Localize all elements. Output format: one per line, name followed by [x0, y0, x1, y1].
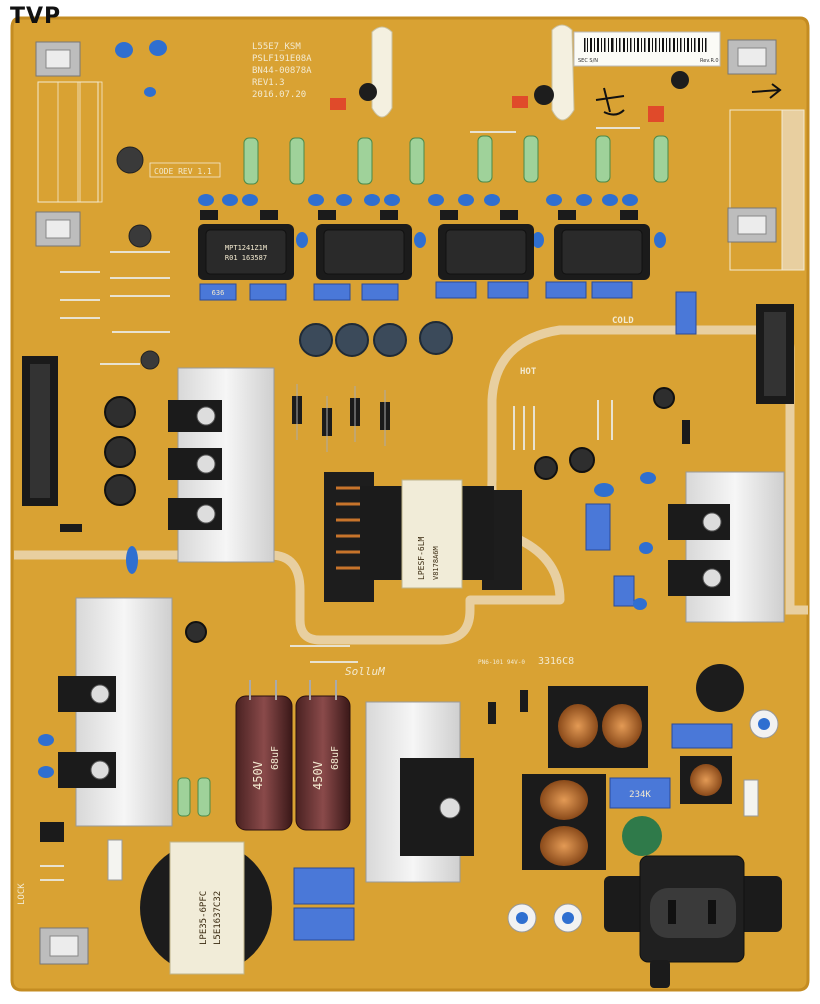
pin-table-left — [37, 81, 103, 203]
output-capacitors — [104, 321, 675, 643]
pcb-rating: PN6-101 94V-0 — [478, 659, 525, 666]
small-choke — [680, 756, 732, 804]
film-capacitors — [199, 281, 733, 941]
bulk-cap-voltage-1: 450V — [251, 761, 265, 790]
axial-diodes — [60, 384, 690, 724]
marker-arrow — [751, 83, 782, 99]
main-transformer: LPESF-6LM V8178A6M — [324, 472, 522, 602]
screw-icon — [702, 512, 722, 532]
small-connector — [40, 822, 123, 881]
varistor — [622, 816, 662, 856]
wire-clip — [551, 24, 575, 121]
screw-icon — [439, 797, 461, 819]
heatsink-left-lower — [58, 597, 173, 827]
mounting-lug-icon — [35, 211, 81, 247]
led-coil-1: MPT1241Z1M R01 163587 — [198, 224, 294, 280]
jumper-wires — [40, 127, 640, 881]
pin-table-right — [729, 109, 805, 271]
screw-icon — [196, 454, 216, 474]
hot-zone-label: HOT — [520, 367, 537, 377]
screw-icon — [196, 504, 216, 524]
model-line-1: L55E7_KSM — [252, 42, 301, 52]
mounting-lug-icon — [727, 207, 777, 243]
mounting-lug-icon — [35, 41, 81, 77]
bulk-cap-capacitance-1: 68uF — [270, 746, 281, 770]
led-coil-4 — [554, 224, 650, 280]
bulk-cap-capacitance-2: 68uF — [330, 746, 341, 770]
isolation-slot — [14, 325, 795, 645]
bulk-capacitor-2: 450V 68uF — [295, 680, 351, 831]
common-mode-choke-2 — [522, 774, 606, 870]
transformer-label-1: LPESF-6LM — [417, 536, 426, 580]
ac-inlet-icon — [604, 855, 782, 988]
mounting-lug-icon — [39, 927, 89, 965]
cold-zone-label: COLD — [612, 316, 634, 326]
sticker-rev: Rev.R.0 — [700, 58, 719, 64]
heatsink-right — [668, 471, 785, 623]
ceramic-capacitors-top — [115, 40, 689, 370]
serial-sticker: SEC S/N Rev.R.0 — [573, 31, 721, 67]
transformer-label-2: V8178A6M — [432, 546, 440, 580]
output-connector-left — [22, 356, 58, 506]
lock-label: LOCK — [17, 883, 27, 905]
led-coil-2 — [316, 224, 412, 280]
fuse — [743, 779, 759, 817]
mounting-lug-icon — [727, 39, 777, 75]
model-line-4: REV1.3 — [252, 78, 285, 88]
small-transistors — [200, 210, 638, 220]
bulk-cap-voltage-2: 450V — [311, 761, 325, 790]
heatsink-left-upper — [168, 367, 275, 563]
model-silkscreen: L55E7_KSM PSLF191E08A BN44-00878A REV1.3… — [252, 42, 312, 100]
output-connector-right — [756, 304, 794, 404]
model-line-5: 2016.07.20 — [252, 90, 306, 100]
ntc-thermistor — [696, 664, 744, 712]
resistor-row — [177, 135, 669, 817]
model-line-3: BN44-00878A — [252, 66, 312, 76]
filter-cap-label: 234K — [629, 790, 651, 800]
model-line-2: PSLF191E08A — [252, 54, 312, 64]
pfc-label-2: L5E1637C32 — [213, 891, 223, 945]
bulk-capacitor-1: 450V 68uF — [235, 680, 293, 831]
film-cap-label: 636 — [212, 289, 225, 297]
screw-icon — [196, 406, 216, 426]
pfc-label-1: LPE35-6PFC — [199, 891, 209, 945]
watermark-logo: TVP — [10, 4, 62, 29]
screw-icon — [90, 760, 110, 780]
led-coil-3 — [438, 224, 534, 280]
screw-icon — [702, 568, 722, 588]
marker-scribble — [595, 87, 625, 116]
code-rev-label: CODE REV 1.1 — [154, 167, 212, 176]
screw-icon — [90, 684, 110, 704]
sticker-title: SEC S/N — [578, 58, 598, 64]
y-capacitors — [38, 472, 779, 933]
wire-clip — [371, 26, 393, 118]
coil-text-2: R01 163587 — [225, 254, 267, 262]
maker-logo-text: SolluM — [345, 665, 385, 678]
coil-text-1: MPT1241Z1M — [225, 244, 267, 252]
common-mode-choke-1 — [548, 686, 648, 768]
heatsink-bridge — [365, 701, 474, 883]
date-code: 3316C8 — [538, 656, 574, 667]
pfc-inductor: LPE35-6PFC L5E1637C32 — [140, 841, 272, 975]
ceramic-capacitors-row — [198, 194, 666, 248]
